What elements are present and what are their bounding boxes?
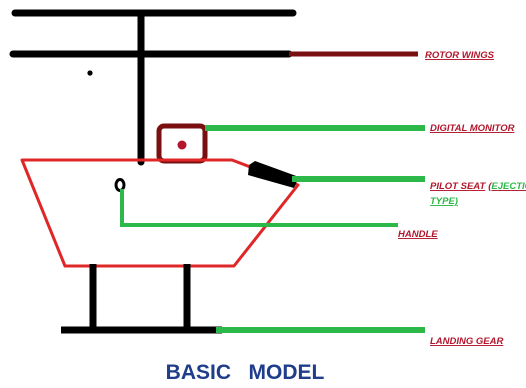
label-digital-monitor: DIGITAL MONITOR — [430, 123, 515, 134]
label-pilot-seat: PILOT SEAT(EJECTION — [430, 181, 526, 192]
pilot-seat — [248, 161, 299, 188]
label-pilot-seat-ejection: EJECTION — [491, 181, 526, 192]
label-rotor-wings: ROTOR WINGS — [425, 50, 495, 61]
diagram-caption: BASIC MODEL — [166, 361, 325, 384]
handle-knob — [114, 178, 126, 192]
monitor-screen-dot — [177, 140, 187, 150]
label-handle: HANDLE — [398, 229, 438, 240]
label-pilot-seat-type: TYPE) — [430, 196, 458, 207]
label-pilot-seat-main: PILOT SEAT — [430, 181, 486, 192]
stray-dot — [87, 70, 93, 76]
label-landing-gear: LANDING GEAR — [430, 336, 504, 347]
handle-leader — [120, 189, 398, 227]
label-pilot-seat-open-paren: ( — [488, 181, 493, 192]
